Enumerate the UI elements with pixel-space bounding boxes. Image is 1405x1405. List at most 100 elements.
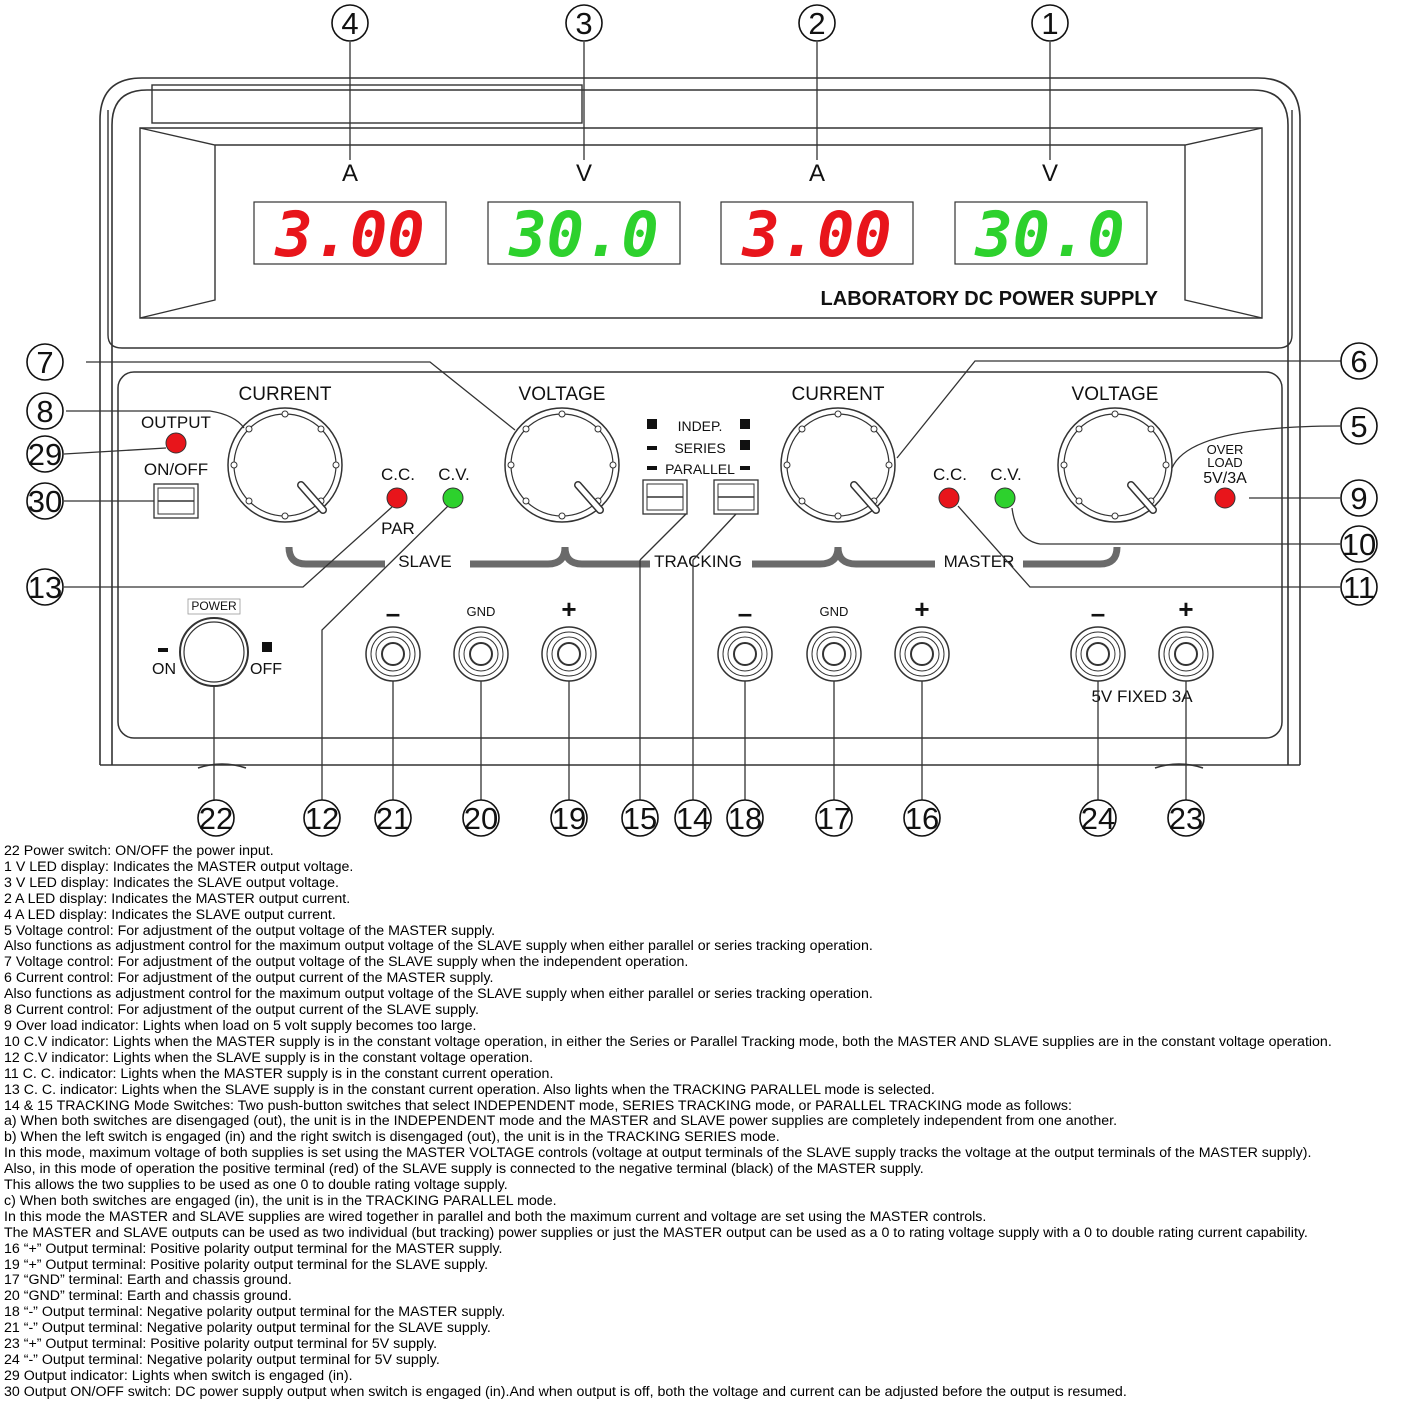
master-minus-label: – (738, 598, 752, 628)
callout-16: 16 (903, 799, 941, 837)
series-left-marker (647, 446, 657, 450)
tracking-switch-left[interactable] (642, 479, 688, 515)
power-off-marker (262, 642, 272, 652)
legend-line: Also functions as adjustment control for… (4, 938, 873, 955)
master-current-readout: 3.00 (741, 198, 891, 271)
output-label: OUTPUT (141, 413, 211, 432)
slave-gnd-label: GND (467, 604, 496, 619)
callout-number: 16 (905, 801, 939, 836)
legend-line: 2 A LED display: Indicates the MASTER ou… (4, 890, 351, 907)
legend-line: 9 Over load indicator: Lights when load … (4, 1017, 477, 1034)
display-unit-label: V (1042, 160, 1058, 187)
display-unit-label: A (809, 160, 825, 187)
on-off-label: ON/OFF (144, 460, 208, 479)
display-unit-label: A (342, 160, 358, 187)
callout-number: 4 (341, 6, 358, 41)
terminal[interactable] (717, 626, 773, 682)
callout-number: 3 (575, 6, 592, 41)
callout-number: 9 (1350, 481, 1367, 516)
callout-number: 8 (36, 394, 53, 429)
master-cv-label: C.V. (990, 465, 1022, 484)
master-voltage-display (954, 201, 1148, 265)
callout-7: 7 (26, 343, 64, 381)
legend-line: 1 V LED display: Indicates the MASTER ou… (4, 858, 354, 875)
callout-18: 18 (726, 799, 764, 837)
master-cv-led (994, 487, 1016, 509)
legend-line: 14 & 15 TRACKING Mode Switches: Two push… (4, 1097, 1072, 1114)
power-switch[interactable] (179, 617, 249, 687)
slave-voltage-display (487, 201, 681, 265)
slave-current-knob[interactable] (227, 407, 343, 523)
master-cc-led (938, 487, 960, 509)
slave-minus-label: – (386, 598, 400, 628)
legend-line: 17 “GND” terminal: Earth and chassis gro… (4, 1272, 292, 1289)
callout-number: 5 (1350, 409, 1367, 444)
callout-29: 29 (26, 435, 64, 473)
legend-line: 19 “+” Output terminal: Positive polarit… (4, 1256, 489, 1273)
par-label: PAR (381, 519, 415, 538)
legend-line: 11 C. C. indicator: Lights when the MAST… (4, 1065, 554, 1082)
legend-line: 29 Output indicator: Lights when switch … (4, 1367, 353, 1384)
legend-line: 10 C.V indicator: Lights when the MASTER… (4, 1033, 1332, 1050)
callout-24: 24 (1079, 799, 1117, 837)
callout-10: 10 (1340, 525, 1378, 563)
master-voltage-knob[interactable] (1057, 407, 1173, 523)
callout-number: 11 (1343, 570, 1375, 605)
series-label: SERIES (674, 440, 725, 456)
callout-19: 19 (550, 799, 588, 837)
callout-number: 2 (808, 6, 825, 41)
master-current-label: CURRENT (792, 384, 885, 405)
callout-number: 15 (623, 801, 657, 836)
slave-group-label: SLAVE (398, 552, 452, 571)
slave-voltage-readout: 30.0 (508, 198, 658, 271)
terminal[interactable] (365, 626, 421, 682)
slave-voltage-knob[interactable] (504, 407, 620, 523)
power-on-label: ON (152, 661, 176, 678)
slave-cv-label: C.V. (438, 465, 470, 484)
terminal[interactable] (541, 626, 597, 682)
output-on-off-switch[interactable] (153, 483, 199, 519)
tracking-switch-right[interactable] (713, 479, 759, 515)
terminal[interactable] (1158, 626, 1214, 682)
legend-line: 22 Power switch: ON/OFF the power input. (4, 843, 274, 859)
power-on-marker (158, 648, 168, 652)
legend-line: 4 A LED display: Indicates the SLAVE out… (4, 906, 336, 923)
legend-line: 20 “GND” terminal: Earth and chassis gro… (4, 1288, 292, 1305)
terminal[interactable] (806, 626, 862, 682)
power-label: POWER (191, 599, 237, 613)
callout-number: 23 (1169, 801, 1203, 836)
legend-line: 7 Voltage control: For adjustment of the… (4, 954, 689, 971)
callout-number: 6 (1350, 344, 1367, 379)
terminal[interactable] (1070, 626, 1126, 682)
slave-current-readout: 3.00 (274, 198, 424, 271)
callout-23: 23 (1167, 799, 1205, 837)
master-group-label: MASTER (944, 552, 1015, 571)
callout-number: 12 (305, 801, 339, 836)
fixed-plus-label: + (1178, 594, 1193, 624)
load-label: LOAD (1207, 455, 1242, 470)
callout-12: 12 (303, 799, 341, 837)
power-supply-diagram: A V A V 3.00 30.0 3.00 30.0 LABORATORY D… (26, 4, 1378, 837)
overload-led (1214, 487, 1236, 509)
callout-number: 19 (552, 801, 586, 836)
callout-13: 13 (26, 568, 64, 606)
callout-number: 13 (28, 570, 62, 605)
master-gnd-label: GND (820, 604, 849, 619)
master-voltage-label: VOLTAGE (1072, 384, 1159, 405)
output-led (165, 432, 187, 454)
master-current-display (720, 201, 914, 265)
legend-line: b) When the left switch is engaged (in) … (4, 1129, 780, 1146)
legend-line: 24 “-” Output terminal: Negative polarit… (4, 1352, 440, 1368)
terminal[interactable] (453, 626, 509, 682)
display-unit-label: V (576, 160, 592, 187)
callout-17: 17 (815, 799, 853, 837)
master-voltage-readout: 30.0 (974, 198, 1124, 271)
terminal[interactable] (894, 626, 950, 682)
callout-number: 18 (728, 801, 762, 836)
group-bars (285, 546, 1121, 568)
slave-plus-label: + (561, 594, 576, 624)
legend-line: In this mode the MASTER and SLAVE suppli… (4, 1208, 987, 1225)
master-current-knob[interactable] (780, 407, 896, 523)
legend-line: 23 “+” Output terminal: Positive polarit… (4, 1336, 438, 1353)
slave-cc-label: C.C. (381, 465, 415, 484)
